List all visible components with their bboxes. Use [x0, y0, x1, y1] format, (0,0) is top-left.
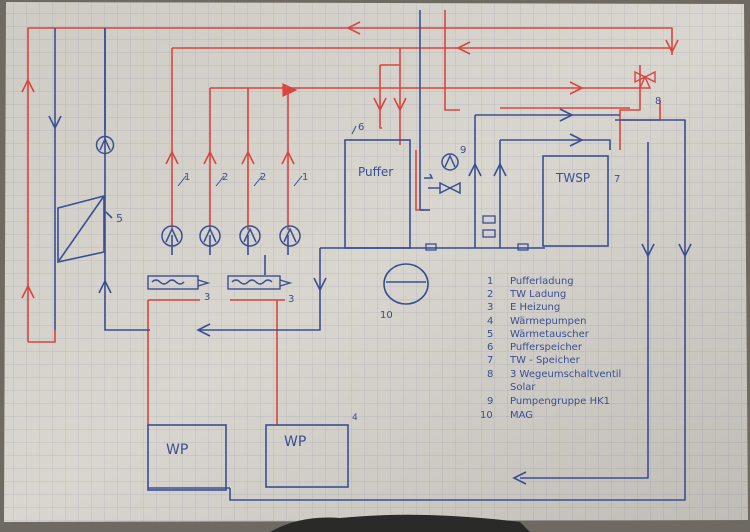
heat-pump-right: [265, 424, 349, 488]
callout-pump-group: 9: [460, 145, 466, 156]
legend-num: 5: [487, 329, 493, 340]
pump-row: [161, 225, 301, 247]
electric-heater-left: [147, 275, 211, 290]
callout-heater-right: 3: [288, 294, 294, 305]
twsp-label: TWSP: [555, 171, 590, 185]
wp-left-label: WP: [166, 442, 188, 458]
legend-num: 1: [487, 276, 493, 287]
callout-valve: 8: [655, 96, 661, 107]
pump-icon: [161, 225, 183, 247]
callout-exchanger: 5: [116, 212, 123, 225]
legend-text: Pufferladung: [510, 276, 574, 287]
pump-callout-ticks: [177, 175, 303, 187]
pump-icon: [239, 225, 261, 247]
callout-pump-1: 1: [184, 172, 190, 183]
puffer-label: Puffer: [358, 165, 393, 179]
three-way-valve-icon: [634, 70, 656, 89]
callout-pump-2: 2: [222, 172, 228, 183]
callout-wp-right: 4: [352, 413, 358, 423]
red-flow-arrows: [21, 21, 679, 299]
callout-twsp: 7: [614, 174, 620, 185]
pump-icon: [199, 225, 221, 247]
legend-num: 7: [487, 355, 493, 366]
legend-num: 2: [487, 289, 493, 300]
legend-text: E Heizung: [510, 302, 560, 313]
callout-pump-3: 2: [260, 172, 266, 183]
legend-num: 4: [487, 316, 493, 327]
legend-text: Pufferspeicher: [510, 342, 583, 353]
check-valves: [425, 215, 529, 251]
legend-text: TW - Speicher: [509, 355, 581, 366]
legend-text: Solar: [510, 382, 536, 393]
heat-exchanger: [57, 194, 113, 263]
legend-text: TW Ladung: [509, 289, 566, 300]
distributor-pump-icon: [282, 83, 298, 97]
pump-icon: [279, 225, 301, 247]
legend-num: 8: [487, 369, 493, 380]
legend-num: 9: [487, 396, 493, 407]
circulation-pump-icon: [95, 135, 115, 155]
wp-right-label: WP: [284, 434, 306, 450]
callout-pump-4: 1: [302, 172, 308, 183]
legend-num: 3: [487, 302, 493, 313]
legend-text: 3 Wegeumschaltventil: [510, 369, 621, 380]
legend-text: MAG: [510, 410, 533, 421]
legend-num: 6: [487, 342, 493, 353]
expansion-vessel-icon: [383, 263, 429, 305]
electric-heater-right: [227, 275, 293, 290]
callout-expansion-vessel: 10: [380, 310, 393, 321]
legend: 1 Pufferladung 2 TW Ladung 3 E Heizung 4…: [480, 276, 621, 421]
legend-num: 10: [480, 410, 493, 421]
puffer-tank: [344, 139, 411, 249]
heat-pump-left: [147, 424, 227, 491]
twsp-tank: [542, 155, 609, 247]
callout-heater-left: 3: [204, 292, 210, 303]
legend-text: Pumpengruppe HK1: [510, 396, 610, 407]
blue-pipes: [54, 10, 686, 501]
legend-text: Wärmepumpen: [510, 316, 586, 327]
pump-group-icon: [424, 153, 461, 195]
callout-puffer: 6: [358, 122, 364, 133]
blue-flow-arrows: [48, 108, 692, 485]
legend-text: Wärmetauscher: [510, 329, 590, 340]
